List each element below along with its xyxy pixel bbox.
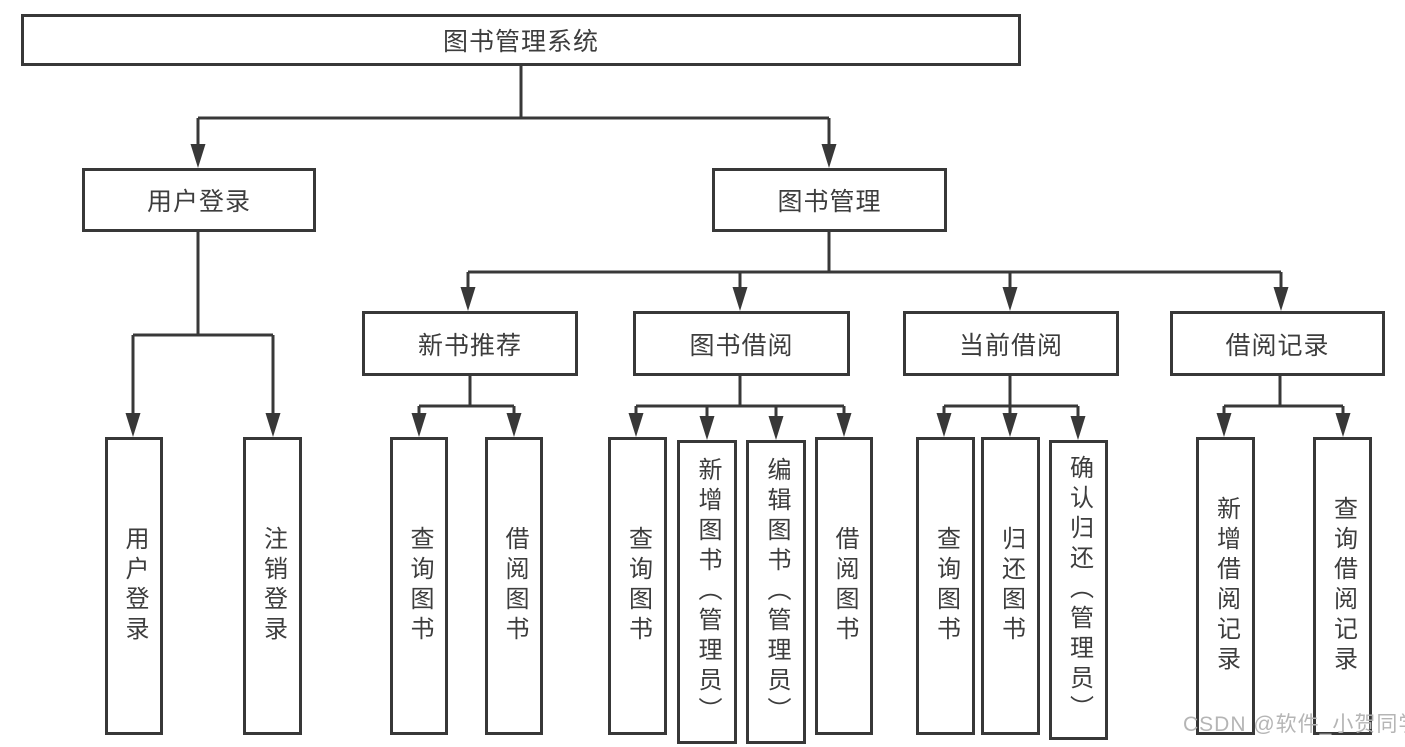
- node-book-borrowing: 图书借阅: [633, 311, 850, 376]
- leaf-search-borrow-record: 查询借阅记录: [1313, 437, 1372, 735]
- leaf-logout: 注销登录: [243, 437, 302, 735]
- node-user-login: 用户登录: [82, 168, 316, 232]
- leaf-borrow-books-borrowing: 借阅图书: [815, 437, 873, 735]
- leaf-search-books-borrowing: 查询图书: [608, 437, 667, 735]
- leaf-return-book: 归还图书: [981, 437, 1040, 735]
- node-new-book-recommendation: 新书推荐: [362, 311, 578, 376]
- leaf-add-borrow-record: 新增借阅记录: [1196, 437, 1255, 735]
- leaf-add-book-admin: 新增图书（管理员）: [677, 440, 737, 744]
- leaf-borrow-books-recommendation: 借阅图书: [485, 437, 543, 735]
- node-current-borrowing: 当前借阅: [903, 311, 1119, 376]
- leaf-search-books-recommendation: 查询图书: [390, 437, 448, 735]
- node-borrowing-records: 借阅记录: [1170, 311, 1385, 376]
- node-library-management-system: 图书管理系统: [21, 14, 1021, 66]
- leaf-confirm-return-admin: 确认归还（管理员）: [1049, 440, 1108, 740]
- node-book-management: 图书管理: [712, 168, 947, 232]
- leaf-search-books-current: 查询图书: [916, 437, 975, 735]
- watermark: CSDN @软件_小贺同学: [1183, 713, 1405, 736]
- leaf-user-login: 用户登录: [105, 437, 163, 735]
- leaf-edit-book-admin: 编辑图书（管理员）: [746, 440, 806, 744]
